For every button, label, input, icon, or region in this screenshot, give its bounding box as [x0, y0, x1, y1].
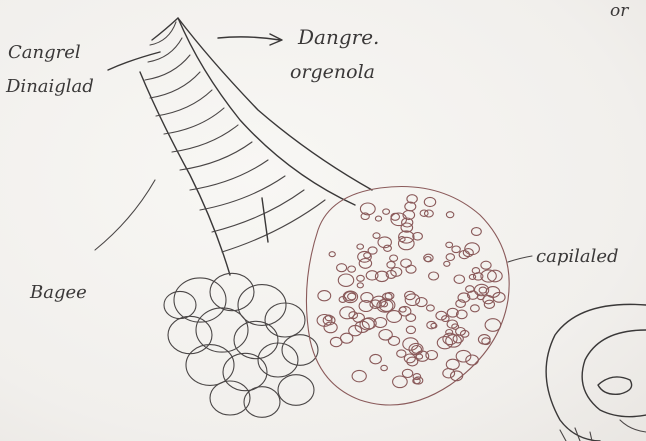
capillary-loop — [329, 252, 335, 257]
capillary-loop — [348, 266, 356, 272]
alveolus — [265, 303, 305, 337]
capillary-loop — [318, 291, 331, 301]
cartilage-ring — [150, 72, 200, 98]
label-right-middle: capilaled — [536, 246, 619, 267]
capillary-loop — [446, 330, 453, 336]
capillary-loop — [452, 246, 460, 253]
capillary-loop — [400, 307, 407, 312]
alveolus — [186, 345, 234, 386]
cartilage-ring — [145, 55, 190, 80]
label-top-left-line2: Dinaiglad — [5, 76, 94, 97]
capillary-loop — [375, 216, 381, 221]
capillary-loop — [406, 265, 416, 273]
capillary-loop — [381, 302, 387, 307]
alveolus — [168, 316, 212, 353]
capillary-loop — [481, 261, 491, 269]
cartilage-ring — [180, 142, 252, 170]
alveolus — [223, 353, 267, 390]
cartilage-rings — [145, 22, 325, 252]
capillary-loop — [485, 319, 501, 332]
cartilage-ring — [200, 176, 285, 210]
pointer-line-right — [508, 256, 532, 262]
capillary-loop — [406, 326, 415, 333]
capillary-loop — [397, 350, 406, 357]
label-top-left-line1: Cangrel — [8, 42, 81, 63]
capillary-loop — [405, 291, 416, 299]
capillary-loop — [383, 209, 390, 214]
capillary-loop — [446, 242, 453, 247]
capillary-loop — [352, 370, 366, 381]
capillary-loop — [393, 376, 408, 388]
pointer-arrow-top — [218, 34, 282, 45]
capillary-loop — [451, 371, 463, 381]
capillary-loop — [401, 259, 412, 267]
capillary-loop — [373, 233, 380, 239]
capillary-loop — [381, 365, 388, 370]
capillary-network — [317, 195, 505, 388]
capillary-loop — [359, 259, 371, 269]
capillary-loop — [366, 271, 378, 280]
cartilage-ring — [172, 125, 238, 152]
capillary-loop — [429, 272, 439, 280]
partial-structure-outer — [546, 304, 646, 441]
alveolar-sacs-left — [164, 273, 318, 417]
capillary-loop — [402, 369, 412, 377]
capillary-loop — [399, 237, 405, 242]
capillary-loop — [368, 247, 377, 254]
capillary-loop — [477, 294, 484, 300]
alveolus — [210, 273, 254, 310]
capillary-loop — [387, 262, 395, 269]
partial-structure-inner — [582, 330, 646, 417]
cartilage-ring — [148, 38, 182, 62]
capillary-loop — [443, 369, 455, 378]
capillary-loop — [424, 197, 435, 206]
capillary-loop — [466, 355, 479, 365]
cartilage-ring — [212, 190, 304, 232]
capillary-loop — [357, 244, 364, 249]
capillary-loop — [340, 307, 355, 319]
capillary-loop — [472, 228, 482, 236]
label-left-middle: Bagee — [29, 282, 87, 303]
cartilage-ring — [150, 22, 176, 45]
capillary-loop — [454, 275, 464, 283]
capillary-loop — [379, 330, 392, 341]
cartilage-ring — [156, 90, 212, 116]
cartilage-ring — [222, 200, 325, 252]
alveolus — [258, 343, 298, 377]
capillary-loop — [338, 274, 353, 286]
label-corner-top-right: or — [610, 1, 629, 21]
capillary-loop — [427, 305, 435, 311]
capillary-loop — [330, 337, 342, 346]
capillary-loop — [446, 254, 454, 261]
capillary-loop — [444, 261, 450, 266]
capillary-loop — [370, 354, 382, 363]
partial-structure-strokes — [560, 420, 646, 441]
capillary-loop — [484, 300, 494, 308]
capillary-loop — [388, 336, 399, 345]
partial-structure-loop — [598, 377, 632, 394]
capillary-loop — [403, 338, 418, 350]
capillary-loop — [357, 275, 365, 281]
capillary-loop — [478, 335, 490, 345]
cartilage-ring — [190, 160, 268, 190]
pointer-line-left — [95, 180, 155, 250]
capillary-loop — [337, 264, 347, 272]
alveolus — [174, 278, 226, 322]
capillary-loop — [357, 283, 363, 288]
capillary-loop — [416, 354, 422, 359]
capillary-loop — [471, 305, 480, 312]
capillary-loop — [406, 314, 416, 322]
tube-outline-lower — [140, 72, 230, 275]
alveolus — [278, 375, 314, 406]
capillary-loop — [391, 213, 400, 220]
capillary-loop — [446, 212, 453, 218]
label-top-right-line1: Dangre. — [297, 25, 379, 49]
capillary-loop — [390, 255, 398, 261]
label-top-right-line2: orgenola — [290, 61, 375, 83]
capillary-loop — [416, 298, 427, 307]
